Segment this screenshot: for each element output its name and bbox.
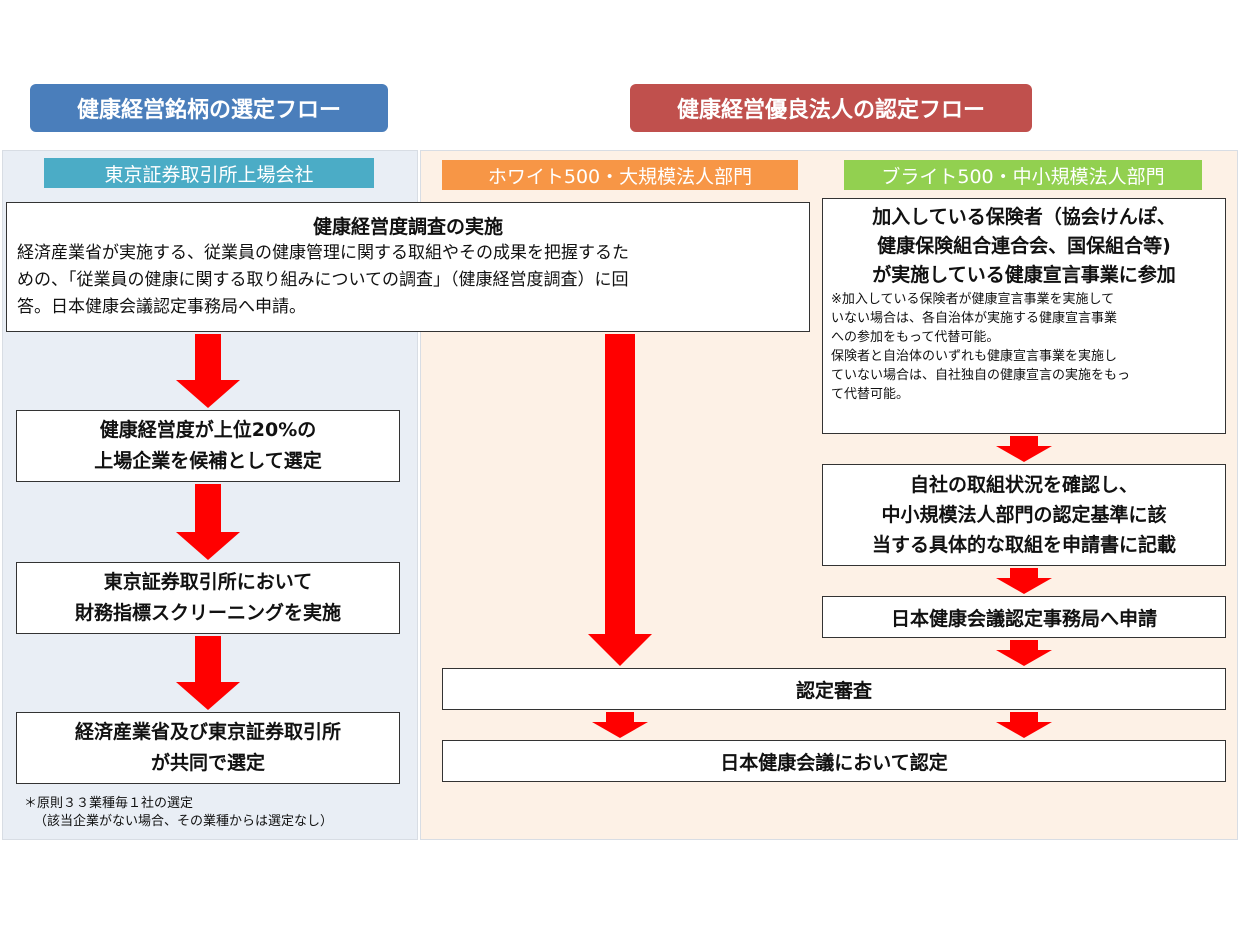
arrow-down: [996, 436, 1052, 462]
left-step-top20-candidates: 健康経営度が上位20%の 上場企業を候補として選定: [16, 410, 400, 482]
arrow-down: [176, 484, 240, 560]
confirm-and-fill-application-box: 自社の取組状況を確認し、 中小規模法人部門の認定基準に該 当する具体的な取組を申…: [822, 464, 1226, 566]
label-tse-listed: 東京証券取引所上場会社: [44, 158, 374, 188]
insurer-health-declaration-box: 加入している保険者（協会けんぽ、 健康保険組合連合会、国保組合等) が実施してい…: [822, 198, 1226, 434]
footnote-line: （該当企業がない場合、その業種からは選定なし）: [34, 814, 334, 829]
survey-body-line: 経済産業省が実施する、従業員の健康管理に関する取組やその成果を把握するた: [17, 242, 629, 263]
insurer-note-line: への参加をもって代替可能。: [831, 330, 1000, 345]
confirm-line: 自社の取組状況を確認し、: [909, 474, 1138, 496]
left-step-joint-selection: 経済産業省及び東京証券取引所 が共同で選定: [16, 712, 400, 784]
arrow-down: [176, 636, 240, 710]
insurer-title-line: 健康保険組合連合会、国保組合等): [877, 235, 1171, 257]
label-bright500-sme: ブライト500・中小規模法人部門: [844, 160, 1202, 190]
footnote-line: ＊原則３３業種毎１社の選定: [24, 796, 194, 811]
insurer-note-line: いない場合は、各自治体が実施する健康宣言事業: [831, 311, 1118, 326]
arrow-down: [996, 712, 1052, 738]
arrow-down: [592, 712, 648, 738]
arrow-down: [996, 568, 1052, 594]
step-line: 健康経営度が上位20%の: [99, 419, 317, 441]
survey-body-line: 答。日本健康会議認定事務局へ申請。: [17, 296, 306, 317]
arrow-down: [176, 334, 240, 408]
insurer-note-line: ※加入している保険者が健康宣言事業を実施して: [831, 292, 1115, 307]
confirm-line: 当する具体的な取組を申請書に記載: [871, 534, 1176, 556]
apply-to-secretariat-box: 日本健康会議認定事務局へ申請: [822, 596, 1226, 638]
step-line: 経済産業省及び東京証券取引所: [74, 721, 341, 743]
insurer-note-line: ていない場合は、自社独自の健康宣言の実施をもっ: [831, 368, 1131, 383]
survey-body: 経済産業省が実施する、従業員の健康管理に関する取組やその成果を把握するた めの、…: [17, 240, 799, 321]
step-line: 財務指標スクリーニングを実施: [74, 602, 341, 624]
step-line: 上場企業を候補として選定: [94, 450, 322, 472]
insurer-note-line: 保険者と自治体のいずれも健康宣言事業を実施し: [831, 349, 1118, 364]
left-footnote: ＊原則３３業種毎１社の選定 （該当企業がない場合、その業種からは選定なし）: [24, 795, 414, 831]
insurer-note: ※加入している保険者が健康宣言事業を実施して いない場合は、各自治体が実施する健…: [831, 290, 1217, 404]
step-line: が共同で選定: [150, 752, 265, 774]
insurer-note-line: て代替可能。: [831, 387, 910, 402]
survey-box: 健康経営度調査の実施 経済産業省が実施する、従業員の健康管理に関する取組やその成…: [6, 202, 810, 332]
survey-body-line: めの、「従業員の健康に関する取り組みについての調査」（健康経営度調査）に回: [17, 269, 629, 290]
step-line: 東京証券取引所において: [103, 571, 313, 593]
label-white500-large: ホワイト500・大規模法人部門: [442, 160, 798, 190]
arrow-down: [996, 640, 1052, 666]
header-excellent-corporation-certification-flow: 健康経営優良法人の認定フロー: [630, 84, 1032, 132]
insurer-title-line: 加入している保険者（協会けんぽ、: [872, 206, 1176, 228]
confirm-line: 中小規模法人部門の認定基準に該: [881, 504, 1167, 526]
insurer-title: 加入している保険者（協会けんぽ、 健康保険組合連合会、国保組合等) が実施してい…: [872, 203, 1175, 290]
insurer-title-line: が実施している健康宣言事業に参加: [872, 264, 1176, 286]
certification-review-box: 認定審査: [442, 668, 1226, 710]
header-health-brand-selection-flow: 健康経営銘柄の選定フロー: [30, 84, 388, 132]
left-step-financial-screening: 東京証券取引所において 財務指標スクリーニングを実施: [16, 562, 400, 634]
certified-by-japan-health-council-box: 日本健康会議において認定: [442, 740, 1226, 782]
survey-title: 健康経営度調査の実施: [312, 215, 503, 238]
arrow-down-long: [588, 334, 652, 666]
